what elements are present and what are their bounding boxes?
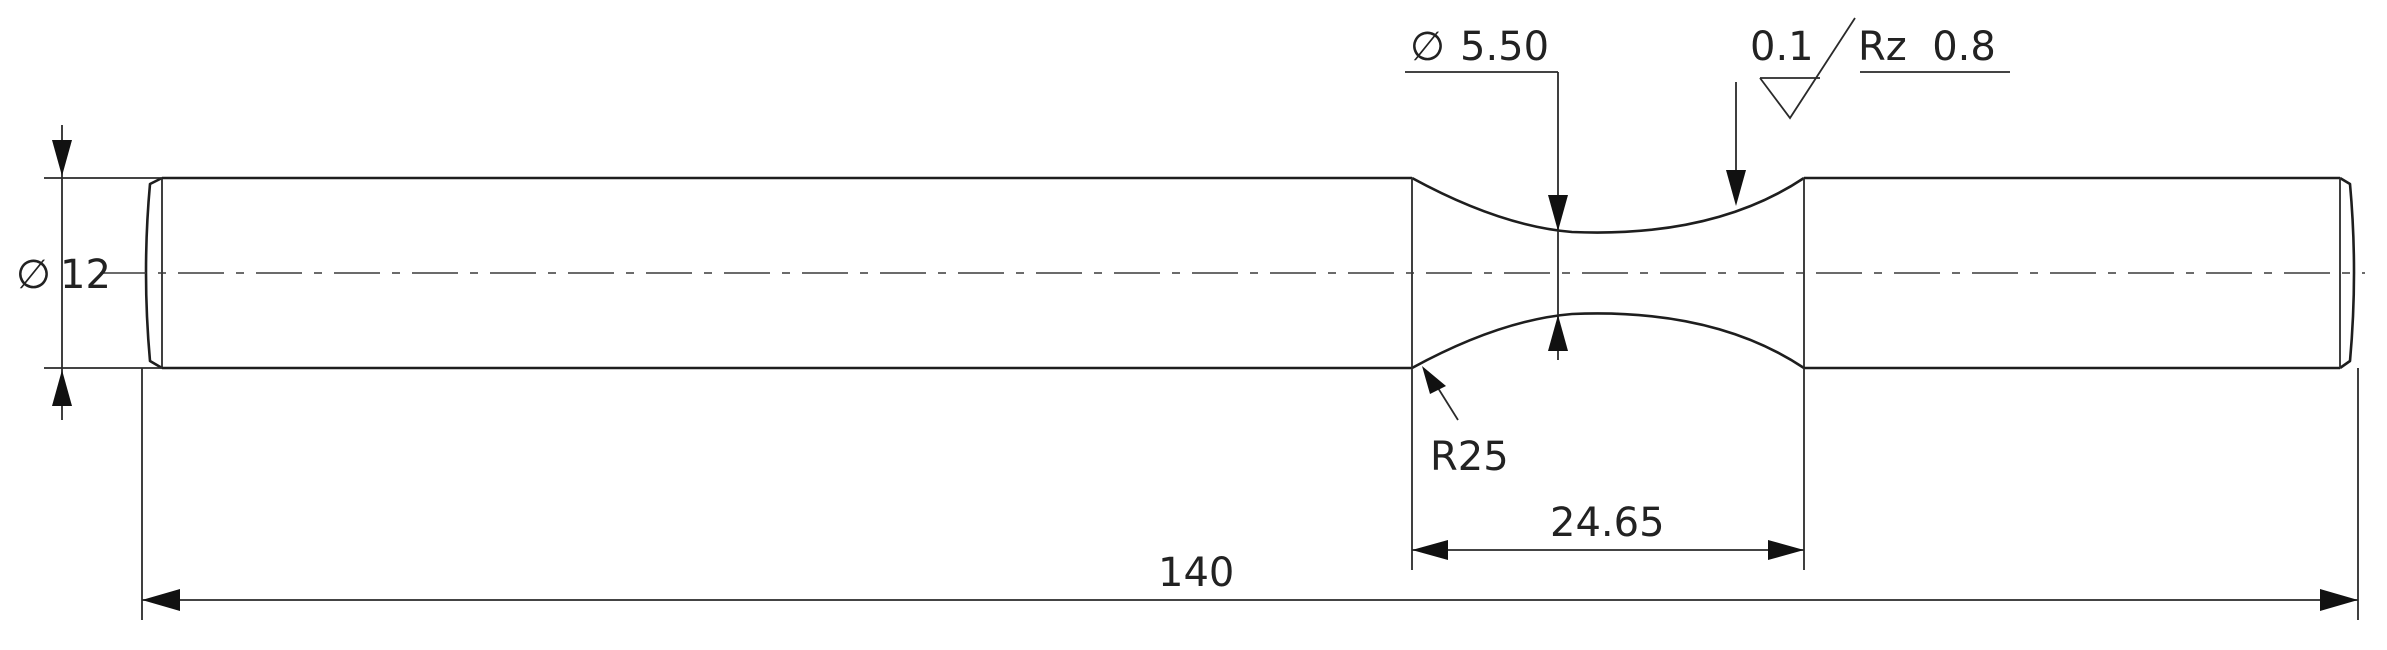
overall-length-dimension: 140	[141, 368, 2359, 620]
fillet-radius-value: R25	[1430, 434, 1509, 480]
arrow-up	[52, 370, 72, 406]
arrow-down	[52, 140, 72, 176]
shaft-diameter-dimension: ∅ 12	[16, 125, 162, 420]
neck-diameter-symbol: ∅	[1410, 24, 1445, 70]
surface-finish-symbol: 0.1 Rz 0.8	[1726, 17, 2010, 206]
neck-top-profile	[1411, 176, 1805, 234]
part-outline	[144, 176, 2356, 370]
arrow-left	[142, 589, 180, 611]
neck-length-dimension: 24.65	[1411, 368, 1805, 570]
fillet-radius-dimension: R25	[1422, 366, 1509, 480]
finish-roughness: Rz 0.8	[1858, 24, 1996, 70]
finish-sampling-length: 0.1	[1750, 24, 1814, 70]
arrow-left	[1412, 540, 1448, 560]
finish-arrow	[1726, 170, 1746, 206]
overall-length-value: 140	[1158, 550, 1234, 596]
neck-diameter-dimension: ∅ 5.50	[1405, 24, 1568, 360]
arrow-down	[1548, 195, 1568, 231]
neck-diameter-value: 5.50	[1460, 24, 1549, 70]
arrow-right	[1768, 540, 1804, 560]
arrow-right	[2320, 589, 2358, 611]
arrow-up	[1548, 315, 1568, 351]
neck-bottom-profile	[1411, 312, 1805, 370]
radius-arrow	[1422, 366, 1446, 394]
finish-check-mark	[1759, 17, 1856, 120]
shaft-diameter-symbol: ∅	[16, 252, 51, 298]
neck-length-value: 24.65	[1550, 500, 1665, 546]
right-end-chamfer	[2339, 176, 2356, 370]
shaft-diameter-value: 12	[60, 252, 111, 298]
